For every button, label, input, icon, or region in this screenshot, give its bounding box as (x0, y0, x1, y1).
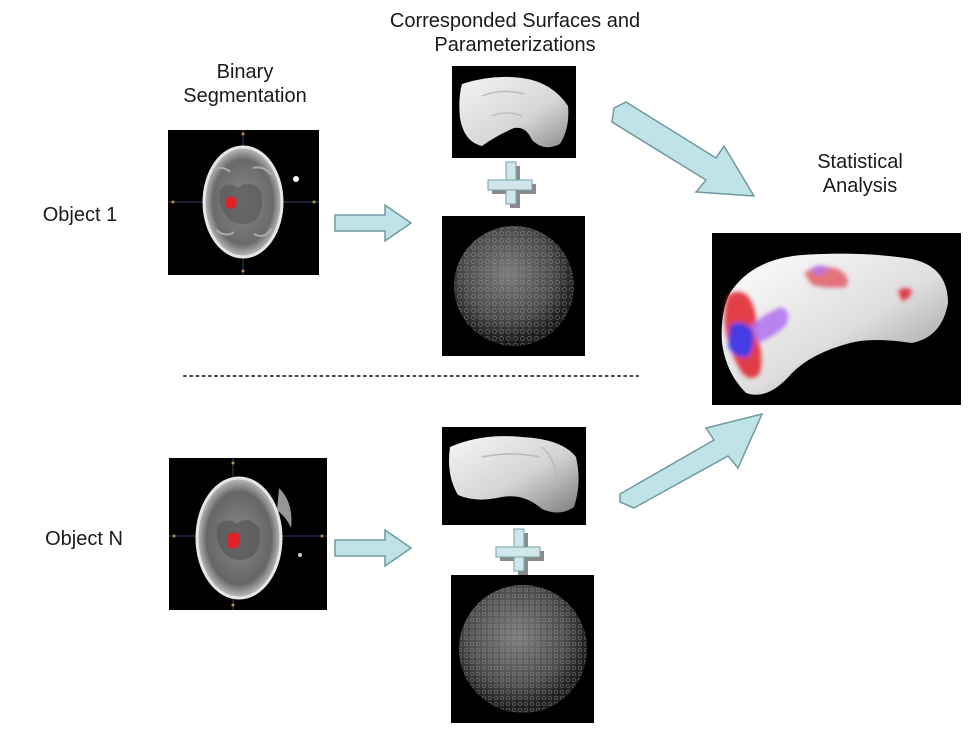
arrow-object-n-to-surfaces (334, 528, 413, 568)
arrow-surface-n-to-analysis (619, 412, 764, 509)
plus-icon (495, 528, 544, 575)
heading-line: Segmentation (183, 85, 307, 107)
heading-line: Analysis (822, 175, 898, 197)
object-n-label: Object N (45, 528, 123, 550)
statistical-analysis-surface (712, 233, 961, 405)
heading-line: Parameterizations (434, 34, 596, 56)
mri-slice-object-1 (168, 130, 319, 275)
statistical-analysis-heading: Statistical Analysis (780, 150, 940, 198)
arrow-surface-1-to-analysis (611, 101, 756, 197)
mri-slice-object-n (169, 458, 327, 610)
heading-line: Binary (216, 61, 274, 83)
surface-object-n (442, 427, 586, 525)
heading-line: Statistical (817, 151, 903, 173)
dotted-separator (183, 375, 639, 377)
sphere-parameterization-object-1 (442, 216, 585, 356)
sphere-parameterization-object-n (451, 575, 594, 723)
corresponded-surfaces-heading: Corresponded Surfaces and Parameterizati… (340, 9, 690, 57)
object-1-label: Object 1 (42, 204, 118, 226)
heading-line: Corresponded Surfaces and (389, 10, 641, 32)
plus-icon (487, 161, 536, 208)
binary-segmentation-heading: Binary Segmentation (150, 60, 340, 108)
arrow-object-1-to-surfaces (334, 203, 413, 243)
surface-object-1 (452, 66, 576, 158)
